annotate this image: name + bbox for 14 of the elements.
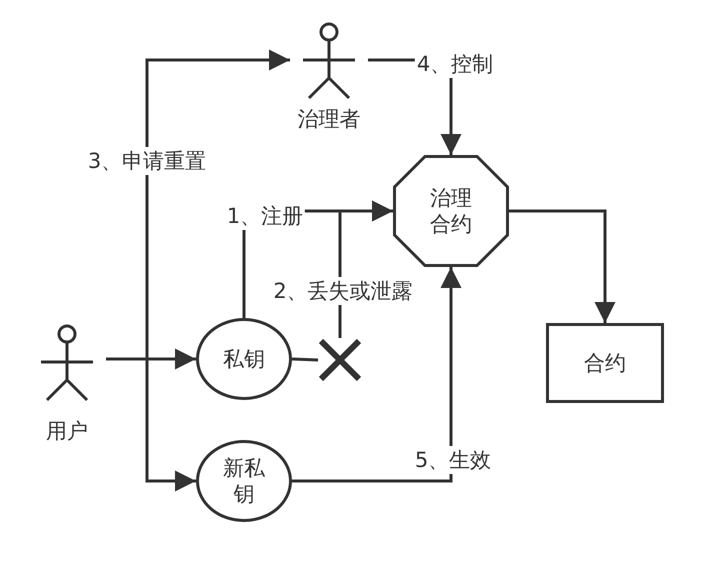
- ellipse-node: [196, 440, 292, 522]
- ellipse-node: [196, 318, 292, 400]
- actor-name: 治理者: [296, 106, 362, 132]
- node-label: 合约: [583, 350, 627, 376]
- node-label: 治理合约: [429, 184, 473, 238]
- cross-mark: [318, 338, 362, 382]
- actor-name: 用户: [45, 418, 89, 444]
- arrow: [106, 358, 196, 492]
- octagon-node: [393, 155, 509, 267]
- arrow: [292, 267, 462, 482]
- node-label: 私钥: [222, 346, 266, 372]
- arrow: [509, 210, 616, 323]
- node-label: 新私钥: [222, 454, 266, 508]
- process-box: [546, 323, 664, 403]
